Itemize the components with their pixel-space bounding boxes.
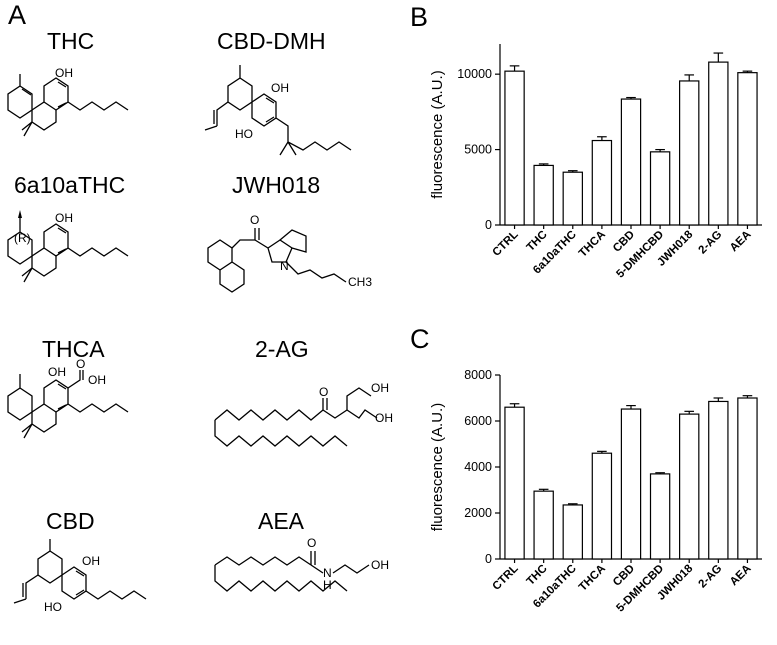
cbd-dmh-oh: OH: [271, 81, 289, 95]
bar: [504, 406, 525, 560]
y-axis-label: fluorescence (A.U.): [429, 403, 446, 531]
jwh018-ch3: CH3: [348, 275, 372, 289]
bar: [708, 61, 729, 226]
cbd-name: CBD: [46, 508, 95, 534]
thc-name: THC: [47, 28, 95, 54]
category-label: THC: [525, 229, 550, 254]
two-ag-oh1: OH: [371, 381, 389, 395]
aea-n: N: [323, 566, 332, 580]
aea-name: AEA: [258, 508, 305, 534]
category-label: CTRL: [491, 229, 521, 259]
bar: [504, 70, 525, 226]
two-ag-structure: O OH OH: [214, 381, 393, 447]
two-ag-oh2: OH: [375, 411, 393, 425]
bar: [591, 452, 613, 560]
category-label: CBD: [611, 229, 637, 255]
thca-structure: OH O OH: [7, 357, 129, 439]
bar: [708, 400, 729, 560]
thc-6a10a-name: 6a10aTHC: [14, 172, 126, 198]
bar: [737, 397, 758, 560]
panel-c-label: C: [410, 324, 430, 354]
category-label: 2-AG: [697, 229, 725, 257]
bar: [533, 164, 554, 226]
category-label: THCA: [577, 563, 608, 594]
category-label: CTRL: [491, 563, 521, 593]
thc-6a10a-stereo: (R): [14, 231, 31, 245]
cbd-structure: OH HO: [13, 539, 147, 614]
thc-6a10a-structure: (R) OH: [7, 210, 129, 283]
category-label: THC: [525, 563, 550, 588]
aea-o: O: [307, 536, 316, 550]
bar: [591, 139, 613, 226]
bar: [562, 504, 583, 560]
thca-oh: OH: [48, 365, 66, 379]
chart-c: 0 2000 4000 6000 8000 fluorescence (A.U.) CTRL…: [429, 368, 762, 614]
y-tick-label: 0: [485, 218, 492, 232]
bar: [649, 151, 671, 226]
panel-b-label: B: [410, 2, 429, 32]
aea-structure: O N H OH: [214, 536, 389, 592]
y-tick-label: 2000: [464, 506, 492, 520]
bar: [679, 413, 700, 560]
bar: [679, 80, 700, 226]
category-label: AEA: [728, 563, 754, 589]
two-ag-name: 2-AG: [255, 336, 309, 362]
y-tick-label: 4000: [464, 460, 492, 474]
thca-name: THCA: [42, 336, 105, 362]
jwh018-n: N: [280, 259, 289, 273]
cbd-dmh-name: CBD-DMH: [217, 28, 326, 54]
y-tick-label: 8000: [464, 368, 492, 382]
aea-oh: OH: [371, 558, 389, 572]
bar: [562, 171, 583, 226]
category-label: THCA: [577, 229, 608, 260]
aea-h: H: [323, 578, 332, 592]
bar: [533, 490, 554, 560]
y-axis-label: fluorescence (A.U.): [429, 70, 446, 198]
panel-a-label: A: [8, 0, 27, 30]
bar: [620, 98, 642, 226]
thca-cooh: OH: [88, 373, 106, 387]
y-tick-label: 0: [485, 552, 492, 566]
jwh018-name: JWH018: [232, 172, 321, 198]
bar: [737, 72, 758, 226]
cbd-dmh-ho: HO: [235, 127, 253, 141]
bar: [649, 473, 671, 560]
category-label: CBD: [611, 563, 637, 589]
cbd-ho: HO: [44, 600, 62, 614]
two-ag-o: O: [319, 385, 328, 399]
thca-o: O: [76, 357, 85, 371]
category-label: AEA: [728, 229, 754, 255]
jwh018-o: O: [250, 213, 259, 227]
jwh018-structure: O N CH3: [207, 213, 372, 293]
y-tick-label: 10000: [457, 67, 492, 81]
thc-structure: OH: [7, 66, 129, 137]
y-tick-label: 6000: [464, 414, 492, 428]
bar: [620, 408, 642, 560]
thc-oh: OH: [55, 66, 73, 80]
category-label: 2-AG: [697, 563, 725, 591]
y-tick-label: 5000: [464, 143, 492, 157]
cbd-oh: OH: [82, 554, 100, 568]
cbd-dmh-structure: OH HO: [204, 65, 352, 156]
thc-6a10a-oh: OH: [55, 211, 73, 225]
